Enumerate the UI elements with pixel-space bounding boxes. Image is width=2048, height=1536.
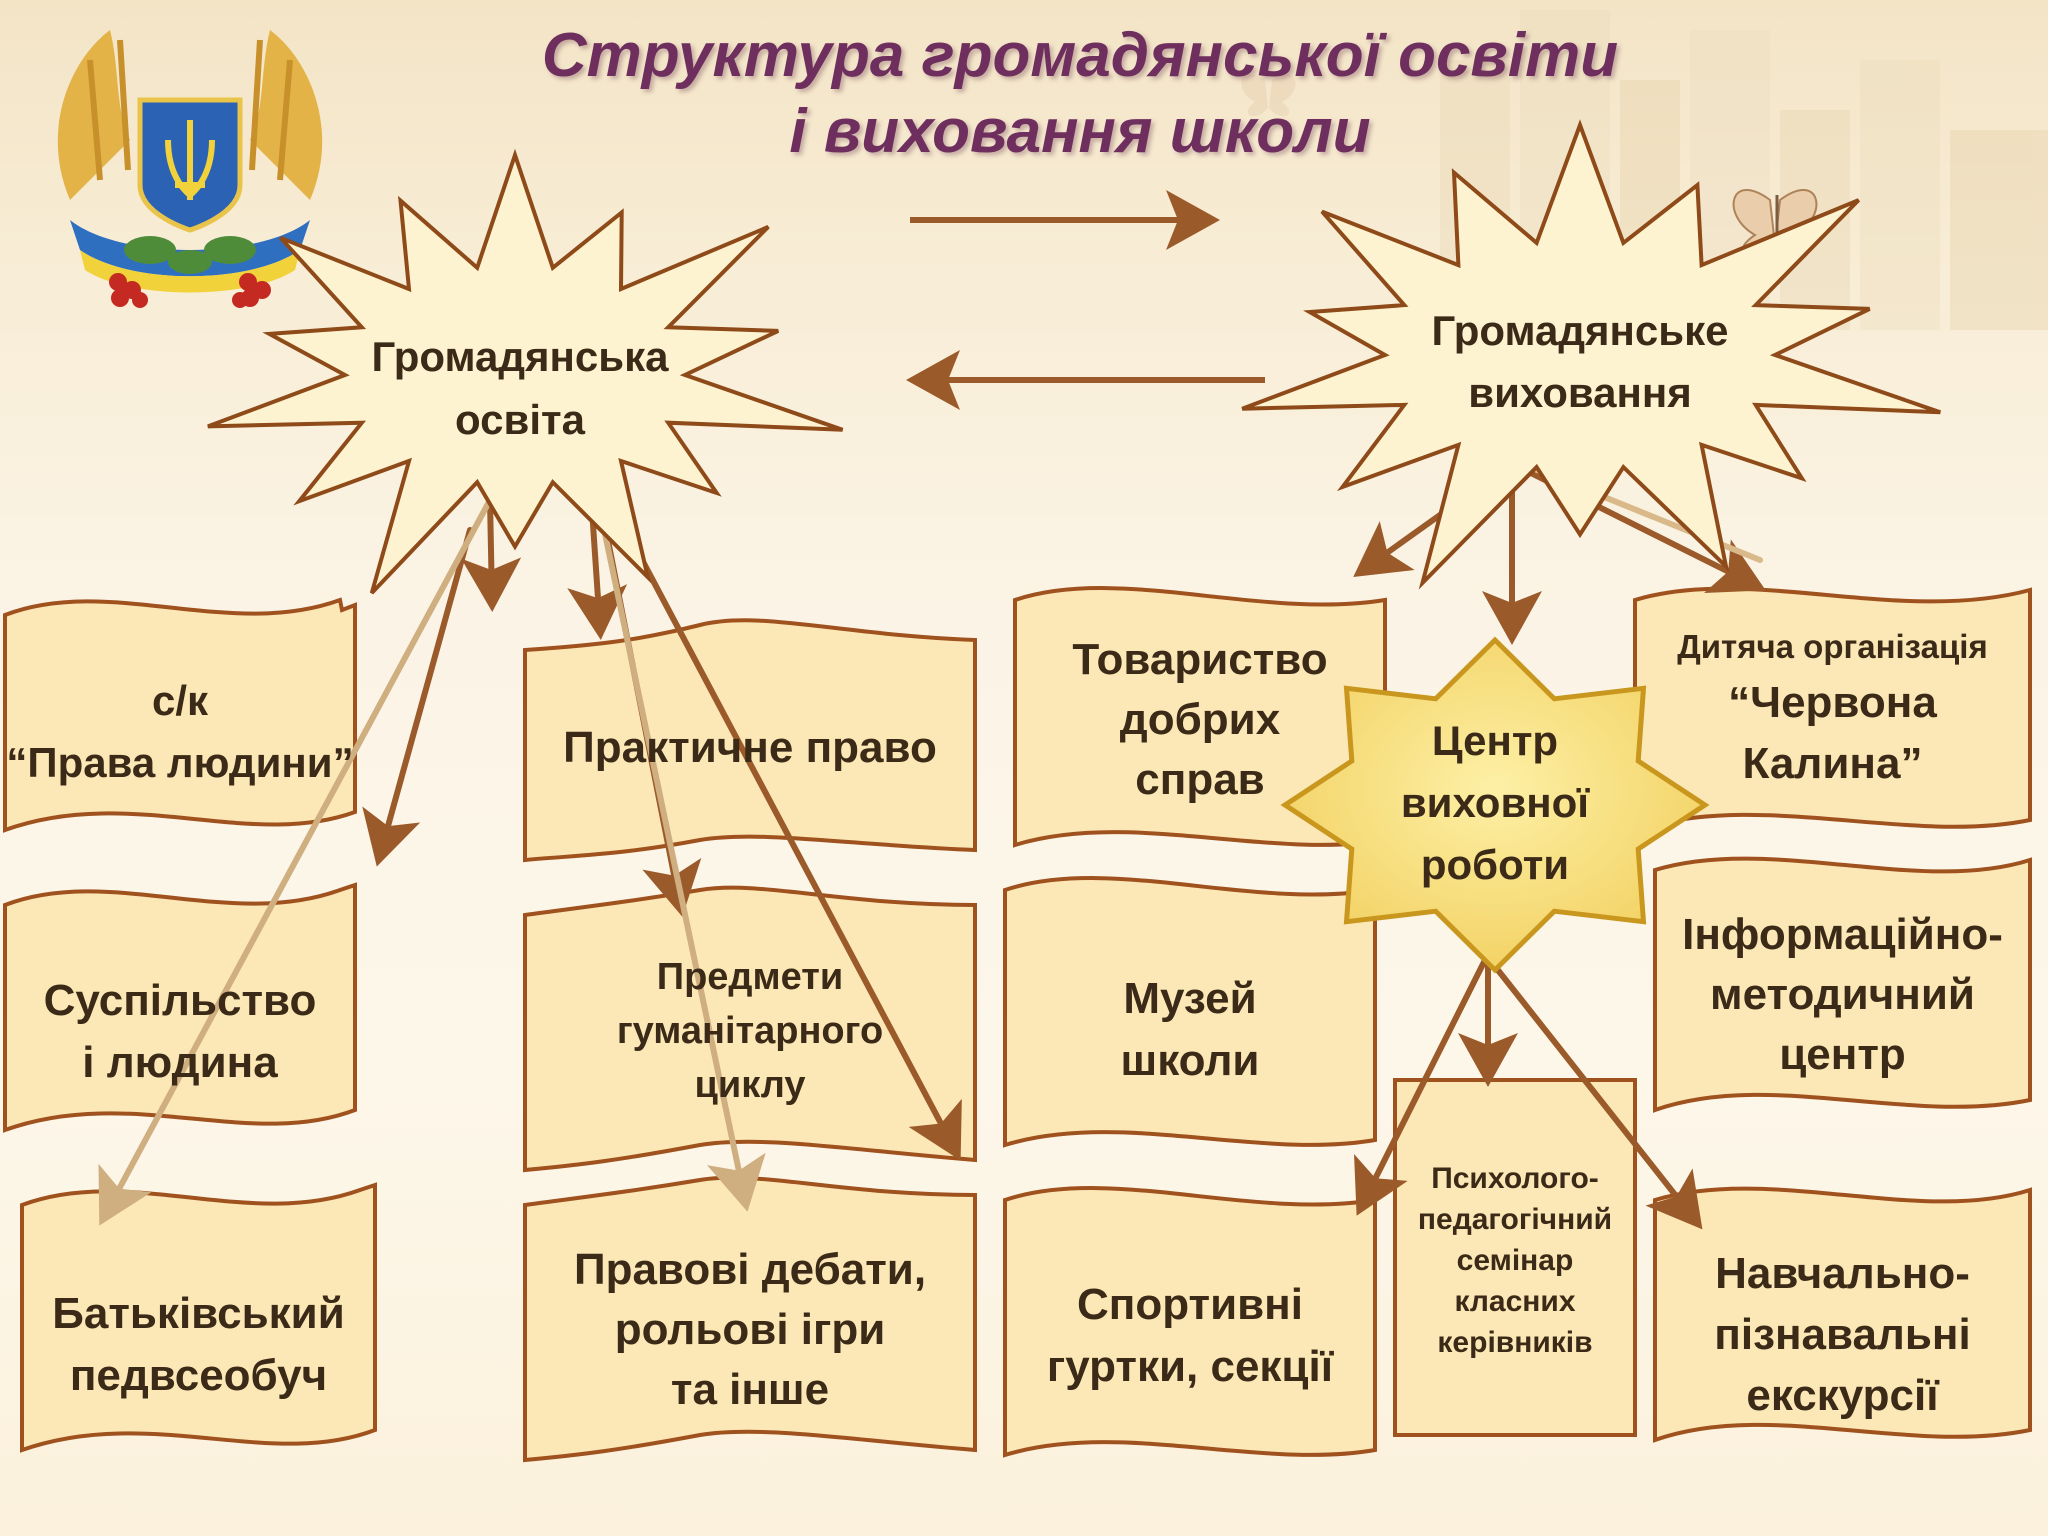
item-sports-line-1: Спортивні xyxy=(1077,1280,1303,1329)
hub-center-line-3: роботи xyxy=(1420,841,1570,888)
item-human-rights-line-1: с/к xyxy=(151,677,209,724)
item-human-rights: с/к “Права людини” xyxy=(5,670,355,794)
page-title: Структура громадянської освіти і вихован… xyxy=(380,18,1780,170)
item-humanities-line-1: Предмети xyxy=(656,956,844,998)
item-seminar-line-1: Психолого- xyxy=(1431,1162,1599,1195)
hub-center: Центр виховної роботи xyxy=(1335,710,1655,896)
item-red-viburnum-line-1: Дитяча організація xyxy=(1677,628,1988,665)
scroll-shapes xyxy=(2,586,2032,1463)
hub-civic-upbringing-line-2: виховання xyxy=(1468,369,1692,416)
item-excursions: Навчально- пізнавальні екскурсії xyxy=(1655,1243,2030,1426)
item-society-line-1: Суспільство xyxy=(43,976,317,1025)
item-practical-law: Практичне право xyxy=(525,718,975,778)
hub-civic-upbringing-line-1: Громадянське xyxy=(1431,307,1729,354)
center-arrows xyxy=(1354,957,1703,1230)
scroll-methodical-center xyxy=(1653,856,2032,1113)
title-line-2: і виховання школи xyxy=(789,97,1371,166)
item-methodical-center-line-3: центр xyxy=(1779,1030,1906,1079)
item-human-rights-line-2: “Права людини” xyxy=(6,739,354,786)
item-legal-debates-line-2: рольові ігри xyxy=(614,1305,886,1354)
item-parent-education-line-2: педвсеобуч xyxy=(69,1351,328,1400)
item-red-viburnum-line-3: Калина” xyxy=(1742,739,1923,788)
item-legal-debates: Правові дебати, рольові ігри та інше xyxy=(525,1240,975,1420)
coat-of-arms-icon xyxy=(57,30,323,308)
hub-center-line-2: виховної xyxy=(1400,779,1590,826)
scroll-museum xyxy=(1003,876,1377,1148)
scroll-excursions xyxy=(1653,1186,2032,1443)
item-methodical-center-line-1: Інформаційно- xyxy=(1682,910,2003,959)
hub-civic-education-line-2: освіта xyxy=(455,396,585,443)
item-parent-education: Батьківський педвсеобуч xyxy=(22,1283,375,1407)
item-good-deeds-line-1: Товариство xyxy=(1072,635,1328,684)
item-humanities-line-3: циклу xyxy=(694,1064,806,1106)
education-arrows xyxy=(98,477,962,1226)
item-seminar-line-2: педагогічний xyxy=(1417,1203,1613,1236)
item-seminar-line-3: семінар xyxy=(1456,1244,1574,1277)
item-legal-debates-line-3: та інше xyxy=(670,1365,830,1414)
item-good-deeds-line-2: добрих xyxy=(1119,695,1281,744)
scroll-human-rights xyxy=(3,597,357,833)
center-star-shape xyxy=(1280,636,1710,974)
item-red-viburnum-line-2: “Червона xyxy=(1728,678,1937,727)
item-sports-line-2: гуртки, секції xyxy=(1046,1342,1334,1391)
item-red-viburnum: Дитяча організація “Червона Калина” xyxy=(1635,622,2030,794)
item-excursions-line-2: пізнавальні xyxy=(1714,1310,1971,1359)
item-museum: Музей школи xyxy=(1005,968,1375,1092)
hub-center-line-1: Центр xyxy=(1431,717,1559,764)
seminar-box xyxy=(1393,1078,1637,1437)
starburst-civic-education xyxy=(207,148,844,595)
item-seminar-line-4: класних xyxy=(1454,1285,1576,1318)
item-good-deeds-line-3: справ xyxy=(1135,755,1265,804)
item-museum-line-2: школи xyxy=(1120,1036,1260,1085)
item-society: Суспільство і людина xyxy=(5,970,355,1094)
item-legal-debates-line-1: Правові дебати, xyxy=(573,1245,927,1294)
item-museum-line-1: Музей xyxy=(1123,974,1257,1023)
item-methodical-center: Інформаційно- методичний центр xyxy=(1645,905,2040,1085)
scroll-society xyxy=(2,882,357,1133)
hub-civic-education-line-1: Громадянська xyxy=(371,333,669,380)
starburst-civic-upbringing xyxy=(1241,119,1941,590)
title-line-1: Структура громадянської освіти xyxy=(541,21,1619,90)
hub-civic-upbringing: Громадянське виховання xyxy=(1380,300,1780,424)
item-humanities-line-2: гуманітарного xyxy=(616,1010,884,1052)
item-excursions-line-1: Навчально- xyxy=(1715,1249,1970,1298)
hub-civic-education: Громадянська освіта xyxy=(320,325,720,451)
item-good-deeds: Товариство добрих справ xyxy=(1015,630,1385,810)
butterfly-icon xyxy=(1241,74,1296,117)
item-parent-education-line-1: Батьківський xyxy=(52,1289,345,1338)
item-society-line-2: і людина xyxy=(82,1038,278,1087)
item-sports: Спортивні гуртки, секції xyxy=(1005,1274,1375,1398)
item-humanities: Предмети гуманітарного циклу xyxy=(525,950,975,1112)
item-seminar: Психолого- педагогічний семінар класних … xyxy=(1395,1158,1635,1363)
item-seminar-line-5: керівників xyxy=(1437,1326,1593,1359)
item-practical-law-line-1: Практичне право xyxy=(563,723,937,772)
scroll-legal-debates xyxy=(523,1175,977,1463)
item-excursions-line-3: екскурсії xyxy=(1746,1371,1939,1420)
item-methodical-center-line-2: методичний xyxy=(1710,970,1975,1019)
scroll-sports xyxy=(1003,1186,1377,1458)
